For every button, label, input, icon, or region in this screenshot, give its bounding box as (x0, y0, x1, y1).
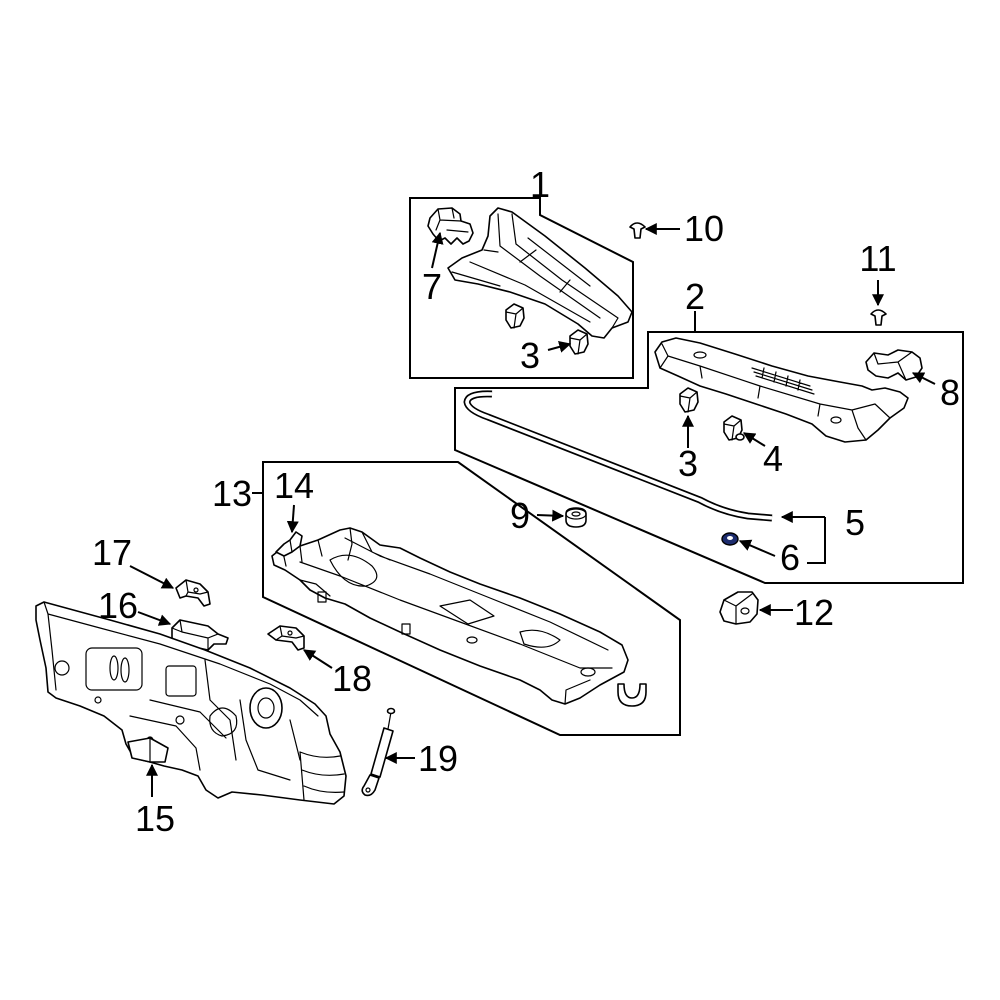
callout-3-b: 3 (678, 443, 698, 484)
part-17-bracket (175, 579, 211, 607)
callout-10: 10 (684, 208, 724, 249)
callout-4: 4 (763, 438, 783, 479)
leader-18 (302, 649, 333, 669)
leader-8 (911, 372, 936, 385)
leader-4 (742, 432, 766, 447)
part-14-bracket (275, 531, 303, 557)
part-18-bracket (267, 625, 305, 651)
callout-6: 6 (780, 537, 800, 578)
callout-7: 7 (422, 266, 442, 307)
callout-3-a: 3 (520, 335, 540, 376)
leader-14 (286, 504, 299, 534)
leader-7 (431, 231, 444, 269)
part-13-cowl-panel (271, 527, 629, 705)
callout-12: 12 (794, 592, 834, 633)
part-12-cap (719, 591, 759, 625)
leader-16 (137, 611, 172, 626)
clip-4 (723, 415, 745, 441)
part-9-grommet (565, 507, 587, 528)
callout-1: 1 (530, 164, 550, 205)
leader-3-a (547, 341, 572, 353)
callout-19: 19 (418, 738, 458, 779)
clip-3-b (569, 329, 589, 355)
callout-9: 9 (510, 495, 530, 536)
callout-5: 5 (845, 502, 865, 543)
group-box-13 (262, 461, 681, 736)
clip-3-c (679, 387, 699, 413)
part-1-cowl-cover-left (447, 207, 633, 339)
leader-9 (536, 509, 565, 522)
u-clip (617, 683, 647, 707)
part-2-cowl-cover-right (654, 337, 909, 443)
callout-17: 17 (92, 532, 132, 573)
callout-13: 13 (212, 473, 252, 514)
callout-2: 2 (685, 276, 705, 317)
part-8-bracket (865, 349, 923, 381)
part-7-bracket (427, 207, 474, 245)
callout-15: 15 (135, 798, 175, 839)
leader-6 (738, 539, 776, 557)
group-box-2 (454, 331, 964, 584)
callout-8: 8 (940, 372, 960, 413)
callout-14: 14 (274, 465, 314, 506)
callout-16: 16 (98, 585, 138, 626)
part-15-dash-panel (35, 601, 347, 805)
clip-10 (629, 222, 646, 239)
group-box-1 (409, 197, 634, 379)
part-5-rod (463, 390, 773, 522)
bracket-5-6 (807, 517, 826, 564)
part-19-strut (361, 707, 396, 797)
callout-11: 11 (859, 238, 896, 279)
part-6-grommet (721, 532, 739, 546)
leader-17 (129, 565, 175, 589)
callout-18: 18 (332, 658, 372, 699)
clip-11 (870, 309, 887, 326)
clip-3-a (505, 303, 525, 329)
